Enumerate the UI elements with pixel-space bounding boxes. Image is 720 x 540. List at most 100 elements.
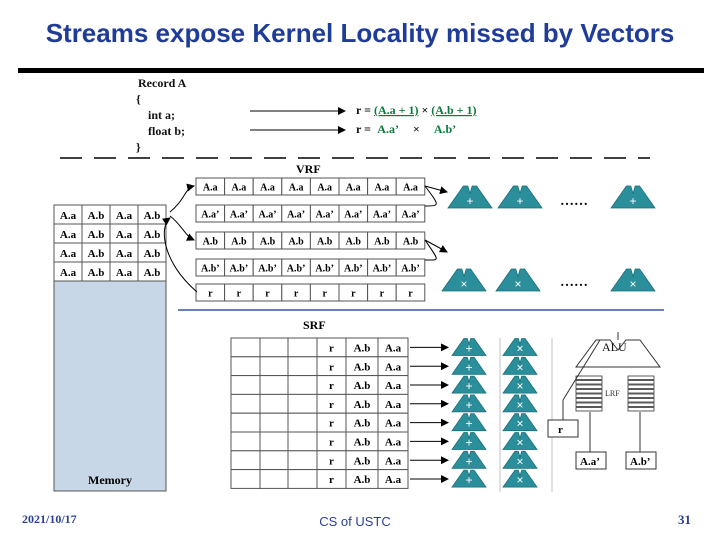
alu-reg-a-label: A.a’: [580, 456, 600, 468]
memory-cell-label: A.b: [88, 267, 105, 279]
srf-cell-label: A.b: [354, 343, 371, 355]
vrf-cell-label: A.b: [231, 237, 247, 248]
alu-op: +: [465, 342, 472, 356]
lrf-register: [627, 375, 655, 380]
alu-op: +: [465, 417, 472, 431]
mem-to-vrf-arrow-2: [169, 215, 195, 241]
srf-cell-label: r: [329, 455, 334, 467]
srf-cell-label: A.b: [354, 437, 371, 449]
lrf-register: [627, 407, 655, 412]
vrf-cell-label: A.a: [232, 183, 247, 194]
code-line-2: {: [136, 92, 141, 106]
alu-op: ×: [516, 454, 523, 468]
code-line-1: Record A: [138, 76, 187, 90]
srf-cell-label: A.b: [354, 455, 371, 467]
lrf-register: [575, 402, 603, 407]
alu-shape: [610, 268, 656, 292]
vrf-cell-label: A.b: [288, 237, 304, 248]
vrf-ellipsis-2: ……: [560, 275, 588, 290]
srf-cell-label: A.b: [354, 380, 371, 392]
vrf-cell-label: A.a’: [201, 210, 219, 221]
vrf-cell-label: A.b’: [230, 264, 249, 275]
vrf-ellipsis-1: ……: [560, 194, 588, 209]
alu-op: ×: [516, 398, 523, 412]
srf-cell-label: A.a: [385, 437, 402, 449]
alu-shape: [502, 338, 538, 356]
alu-shape: [502, 413, 538, 432]
srf-cell-label: r: [329, 474, 334, 486]
srf-mul-alu: ×: [502, 413, 538, 432]
lrf-register: [627, 398, 655, 403]
alu-shape: [502, 394, 538, 413]
srf-mul-alu: ×: [502, 375, 538, 394]
lrf-register: [575, 380, 603, 385]
code-line-4: float b;: [148, 124, 185, 138]
alu-shape: [610, 185, 656, 209]
srf-label: SRF: [303, 318, 326, 332]
alu-shape: [451, 413, 487, 432]
alu-op: ×: [516, 360, 523, 374]
alu-op: +: [465, 360, 472, 374]
srf-cell-label: A.a: [385, 455, 402, 467]
memory-cell-label: A.b: [88, 210, 105, 222]
srf-add-alu: +: [451, 394, 487, 413]
alu-shape: [497, 185, 543, 209]
srf-cell-label: r: [329, 380, 334, 392]
vrf-cell-label: r: [380, 289, 385, 300]
vrf-mul-alu: ×: [495, 268, 541, 292]
lrf-register: [627, 393, 655, 398]
vrf-cell-label: A.a’: [373, 210, 391, 221]
alu-shape: [447, 185, 493, 209]
srf-cell-label: r: [329, 418, 334, 430]
alu-reg-r: [547, 419, 579, 438]
vrf-cell-label: A.a: [346, 183, 361, 194]
vrf-cell-label: r: [322, 289, 327, 300]
srf-cell-label: A.a: [385, 361, 402, 373]
srf-cell: [377, 469, 409, 489]
vrf-cell-label: A.b: [260, 237, 276, 248]
vrf-cell-label: A.b: [317, 237, 333, 248]
vrf-cell-label: A.a: [375, 183, 390, 194]
srf-empty-cell: [230, 337, 261, 358]
memory-cell-label: A.b: [144, 248, 161, 260]
srf-empty-cell: [230, 469, 261, 489]
memory-cell-label: A.b: [144, 210, 161, 222]
vrf-cell-label: A.a: [403, 183, 418, 194]
memory-cell-label: A.a: [116, 210, 133, 222]
srf-empty-cell: [230, 393, 261, 414]
alu-op: ×: [629, 277, 636, 291]
srf-mul-alu: ×: [502, 432, 538, 450]
memory-cell-label: A.b: [144, 267, 161, 279]
vrf-cell-label: A.a’: [401, 210, 419, 221]
lrf-register: [575, 375, 603, 380]
srf-add-alu: +: [451, 356, 487, 375]
alu-shape: [451, 356, 487, 375]
srf-empty-cell: [259, 393, 289, 414]
vrf-cell-label: A.b: [374, 237, 390, 248]
lrf-register: [575, 398, 603, 403]
vrf-loop-1: [424, 185, 437, 207]
vrf-cell-label: A.a: [260, 183, 275, 194]
vrf-cell-label: A.a’: [316, 210, 334, 221]
vrf-cell-label: A.b’: [258, 264, 277, 275]
srf-add-alu: +: [451, 469, 487, 488]
vrf-cell-label: A.a’: [344, 210, 362, 221]
srf-empty-cell: [259, 431, 289, 452]
srf-cell-label: A.b: [354, 399, 371, 411]
alu-shape: [451, 432, 487, 450]
vrf-cell-label: r: [294, 289, 299, 300]
alu-op: ×: [516, 342, 523, 356]
vrf-add-alu: +: [447, 185, 493, 209]
srf-cell-label: r: [329, 437, 334, 449]
vrf-cell: [395, 258, 426, 277]
vrf-cell-label: A.a’: [258, 210, 276, 221]
srf-empty-cell: [259, 337, 289, 358]
vrf-cell-label: A.b’: [373, 264, 392, 275]
srf-cell-label: A.a: [385, 418, 402, 430]
srf-cell-label: A.a: [385, 380, 402, 392]
alu-detail-shape: [575, 339, 661, 368]
vrf-cell-label: r: [351, 289, 356, 300]
srf-empty-cell: [287, 375, 318, 395]
vrf-add-alu: +: [610, 185, 656, 209]
